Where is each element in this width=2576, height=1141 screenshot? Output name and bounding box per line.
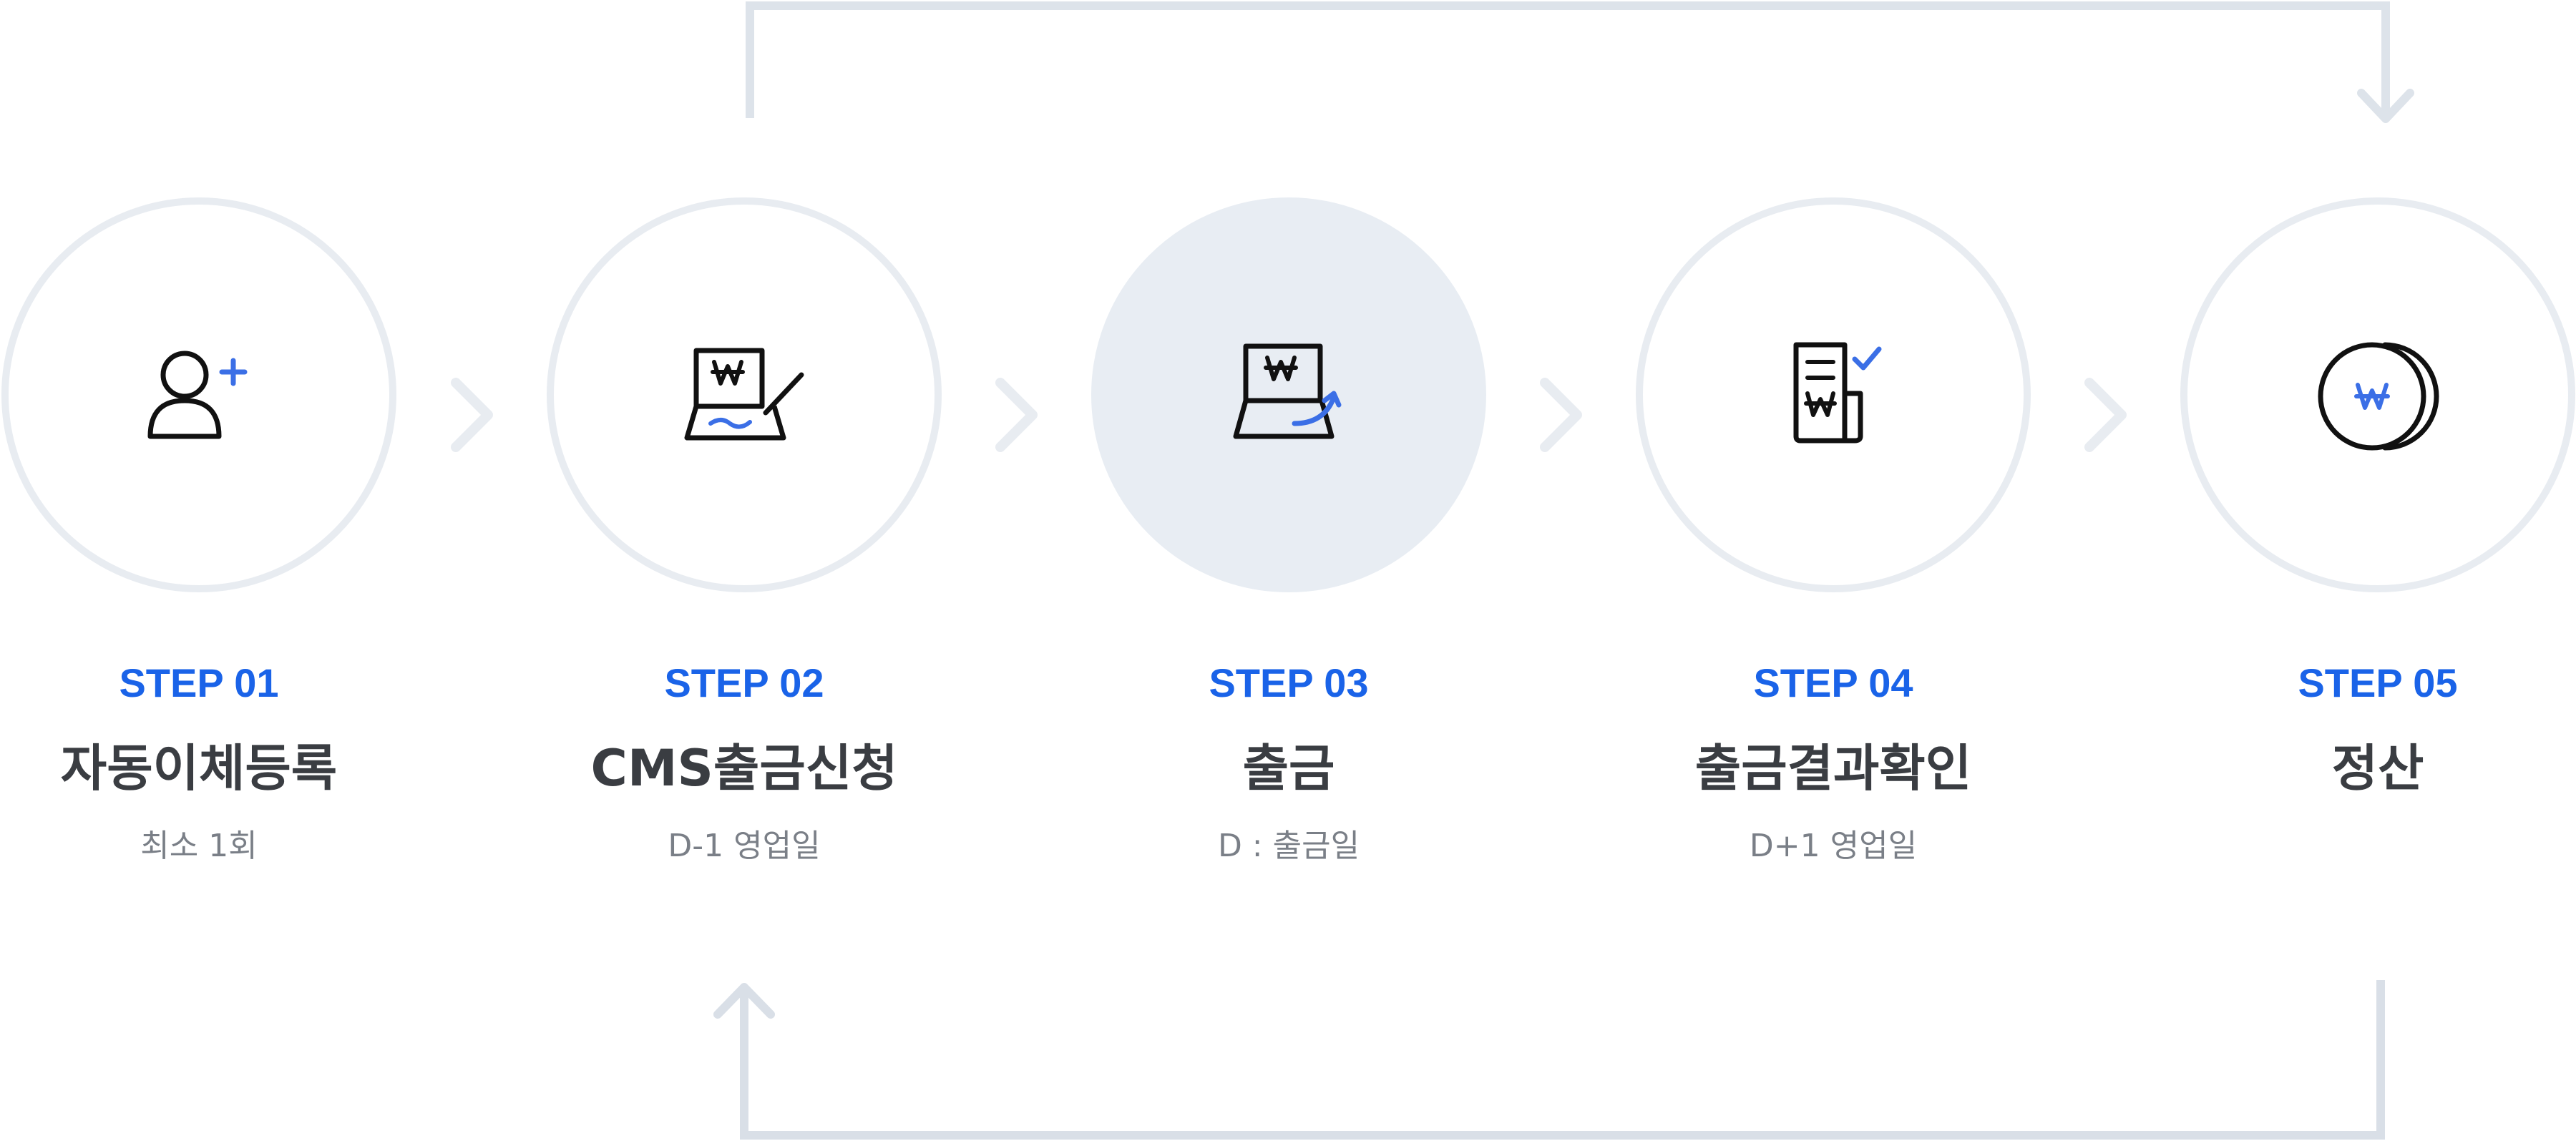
top-flow-line (746, 1, 2390, 118)
step-subtitle: D-1 영업일 (668, 828, 821, 864)
step-title: 출금 (1242, 739, 1335, 798)
bottom-flow-line (740, 980, 2385, 1140)
step-03-circle (1091, 197, 1486, 592)
step-04-circle (1636, 197, 2031, 592)
document-check-icon (1793, 342, 1882, 444)
step-subtitle: D+1 영업일 (1749, 828, 1918, 864)
step-number: STEP 03 (1209, 660, 1369, 705)
chevron-right-icon (451, 378, 493, 452)
step-number: STEP 05 (2298, 660, 2458, 705)
step-number: STEP 01 (119, 660, 279, 705)
step-05-circle (2180, 197, 2575, 592)
step-number: STEP 04 (1753, 660, 1913, 705)
laptop-sign-icon (684, 348, 804, 441)
chevron-right-icon (1540, 378, 1582, 452)
step-03: STEP 03 출금 D : 출금일 (1088, 0, 1489, 930)
step-title: 정산 (2331, 739, 2424, 798)
step-subtitle: D : 출금일 (1217, 828, 1360, 864)
step-01: STEP 01 자동이체등록 최소 1회 (0, 0, 399, 930)
step-05: STEP 05 정산 (2177, 0, 2576, 930)
step-title: 출금결과확인 (1694, 739, 1972, 798)
step-02-circle (547, 197, 942, 592)
step-title: CMS출금신청 (590, 739, 898, 798)
step-number: STEP 02 (664, 660, 824, 705)
top-flow-arrowhead (2357, 89, 2414, 123)
step-subtitle: 최소 1회 (140, 828, 258, 864)
step-04: STEP 04 출금결과확인 D+1 영업일 (1633, 0, 2034, 930)
laptop-withdraw-icon (1233, 343, 1342, 439)
step-02: STEP 02 CMS출금신청 D-1 영업일 (544, 0, 945, 930)
step-title: 자동이체등록 (60, 739, 338, 798)
chevron-right-icon (2084, 378, 2127, 452)
bottom-flow-arrowhead (713, 983, 775, 1019)
chevron-right-icon (995, 378, 1038, 452)
user-add-icon (147, 351, 248, 439)
coin-icon (2318, 342, 2439, 451)
step-01-circle (1, 197, 396, 592)
